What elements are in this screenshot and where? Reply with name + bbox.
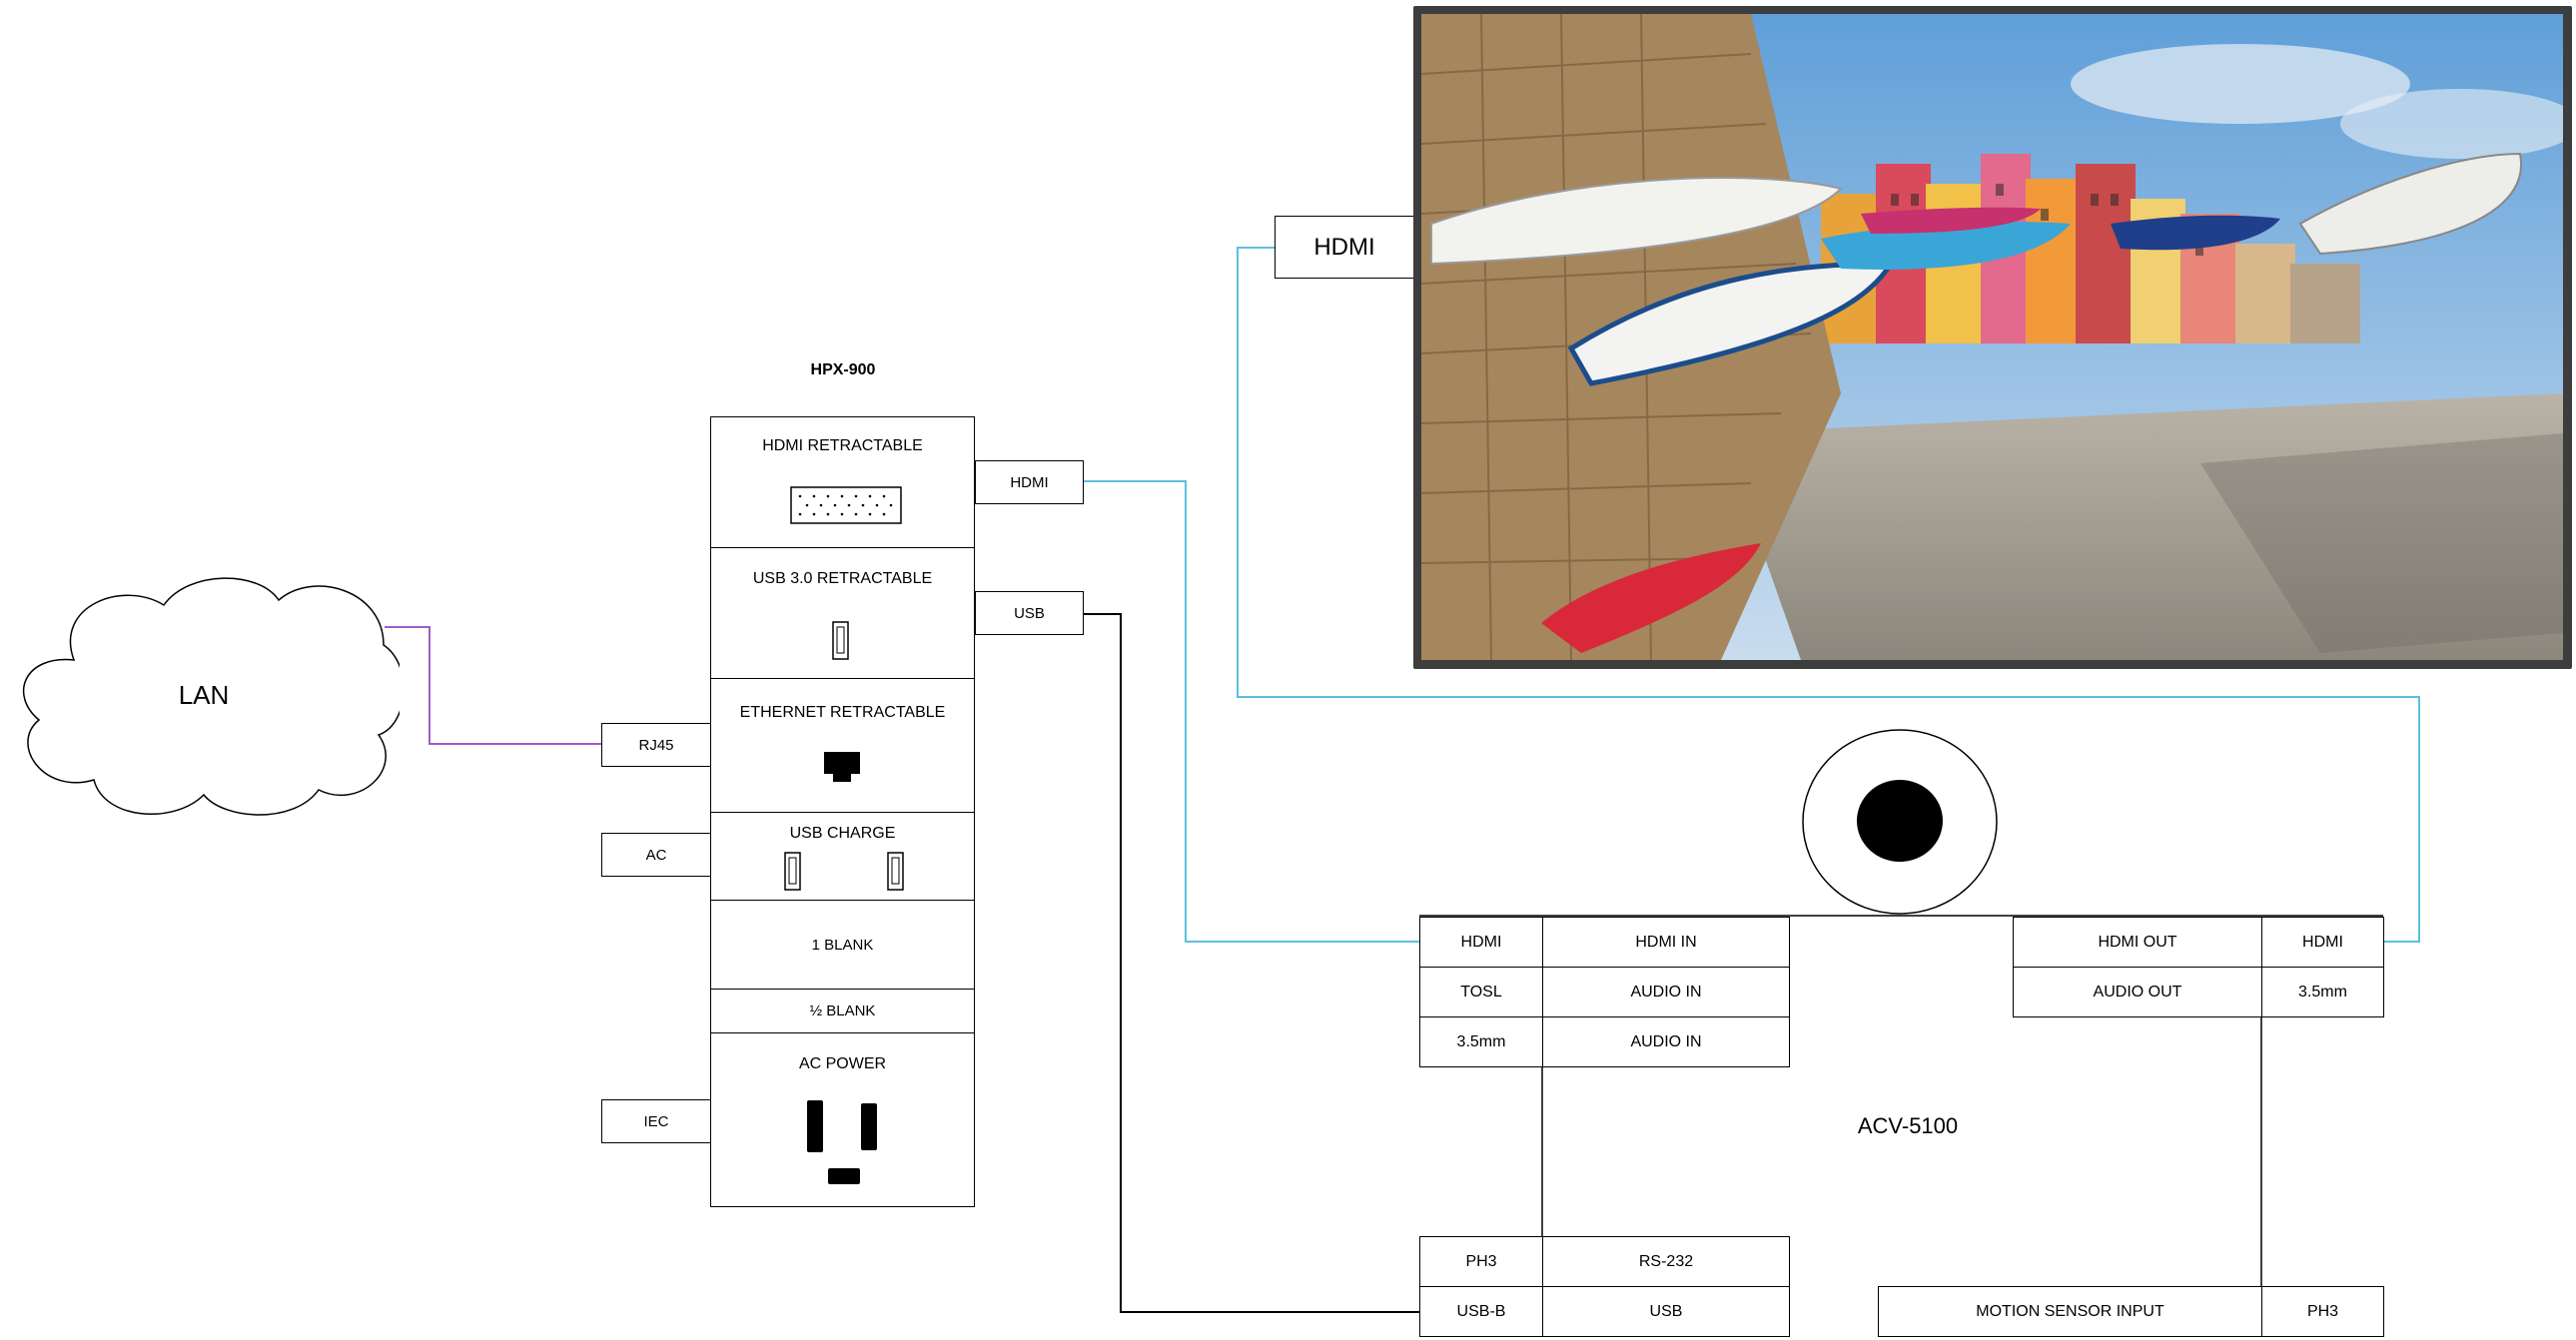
acv-input-label-2: AUDIO IN: [1542, 1016, 1790, 1067]
module-usb-charge: USB CHARGE: [710, 812, 975, 901]
acv-input-port-1: TOSL: [1419, 967, 1543, 1017]
module-ac-power: AC POWER: [710, 1032, 975, 1207]
module-half-blank: ½ BLANK: [710, 989, 975, 1033]
module-ac-power-label: AC POWER: [711, 1055, 974, 1073]
usb-wire: [1083, 614, 1419, 1312]
lan-wire: [385, 627, 601, 744]
acv-control-label-0: RS-232: [1542, 1236, 1790, 1287]
acv-input-port-2: 3.5mm: [1419, 1016, 1543, 1067]
module-usb3-retractable-label: USB 3.0 RETRACTABLE: [711, 570, 974, 588]
hpx-port-usb: USB: [975, 591, 1084, 635]
usb-charge-port-left-icon: [784, 852, 802, 892]
module-one-blank: 1 BLANK: [710, 900, 975, 990]
hpx-port-hdmi: HDMI: [975, 460, 1084, 504]
acv-name-label: ACV-5100: [1818, 1108, 1998, 1144]
hpx-port-iec: IEC: [601, 1099, 711, 1143]
acv-output-port-0: HDMI: [2261, 917, 2384, 968]
acv-input-label-1: AUDIO IN: [1542, 967, 1790, 1017]
module-ethernet-retractable: ETHERNET RETRACTABLE: [710, 678, 975, 813]
module-usb3-retractable: USB 3.0 RETRACTABLE: [710, 547, 975, 679]
usb-port-icon: [832, 621, 850, 661]
ac-outlet-icon: [806, 1099, 882, 1189]
module-hdmi-retractable-label: HDMI RETRACTABLE: [711, 437, 974, 455]
acv-motion-sensor-port: PH3: [2261, 1286, 2384, 1337]
acv-input-label-0: HDMI IN: [1542, 917, 1790, 968]
module-hdmi-retractable: HDMI RETRACTABLE: [710, 416, 975, 548]
display-monitor: [1413, 6, 2572, 669]
acv-output-label-1: AUDIO OUT: [2013, 967, 2262, 1017]
hpx-port-rj45: RJ45: [601, 723, 711, 767]
usb-charge-port-right-icon: [887, 852, 905, 892]
acv-control-port-1: USB-B: [1419, 1286, 1543, 1337]
display-port-hdmi: HDMI: [1275, 216, 1414, 279]
acv-input-port-0: HDMI: [1419, 917, 1543, 968]
acv-control-port-0: PH3: [1419, 1236, 1543, 1287]
hdmi-wire-hpx-to-acv: [1083, 481, 1419, 942]
hpx-title: HPX-900: [711, 361, 975, 385]
acv-motion-sensor-label: MOTION SENSOR INPUT: [1878, 1286, 2262, 1337]
hpx-port-ac: AC: [601, 833, 711, 877]
acv-control-label-1: USB: [1542, 1286, 1790, 1337]
acv-output-label-0: HDMI OUT: [2013, 917, 2262, 968]
hdmi-connector-icon: [790, 486, 902, 524]
camera-icon: [1800, 727, 2002, 917]
acv-output-port-1: 3.5mm: [2261, 967, 2384, 1017]
ethernet-port-icon: [823, 751, 863, 785]
module-ethernet-retractable-label: ETHERNET RETRACTABLE: [711, 704, 974, 722]
module-usb-charge-label: USB CHARGE: [711, 825, 974, 843]
lan-label: LAN: [114, 669, 294, 721]
display-screen-image: [1421, 14, 2563, 660]
